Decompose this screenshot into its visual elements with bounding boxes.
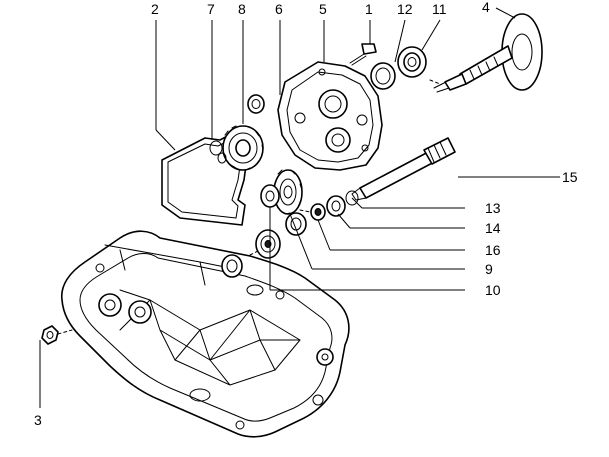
callout-7: 7 bbox=[207, 1, 215, 17]
callout-10: 10 bbox=[485, 282, 501, 298]
callout-16: 16 bbox=[485, 242, 501, 258]
callout-4: 4 bbox=[482, 0, 490, 15]
spacer-14 bbox=[326, 195, 346, 217]
intermediate-shaft-15 bbox=[351, 137, 456, 201]
callout-6: 6 bbox=[275, 1, 283, 17]
bearing-12 bbox=[370, 62, 396, 90]
circlip-7 bbox=[209, 140, 227, 164]
callout-3: 3 bbox=[34, 412, 42, 428]
callout-9: 9 bbox=[485, 261, 493, 277]
thrust-ring bbox=[285, 212, 307, 236]
circlip-13 bbox=[345, 190, 359, 206]
oil-seal-11 bbox=[397, 46, 427, 78]
seal-lower bbox=[221, 254, 243, 278]
callout-15: 15 bbox=[562, 169, 578, 185]
callout-5: 5 bbox=[319, 1, 327, 17]
bolt-1 bbox=[349, 43, 377, 66]
callout-11: 11 bbox=[432, 1, 447, 17]
callout-13: 13 bbox=[485, 200, 501, 216]
callout-1: 1 bbox=[365, 1, 373, 17]
wheel-axle-4 bbox=[433, 13, 543, 93]
transmission-cover-5 bbox=[277, 61, 383, 171]
callout-8: 8 bbox=[238, 1, 246, 17]
callout-12: 12 bbox=[397, 1, 413, 17]
crankcase-housing bbox=[60, 230, 350, 438]
washer-10 bbox=[260, 184, 280, 208]
callout-labels: 2 7 8 6 5 1 12 11 4 15 13 14 16 9 10 3 bbox=[34, 0, 578, 428]
leader-lines bbox=[39, 7, 560, 408]
bushing-6 bbox=[247, 94, 265, 114]
bearing-lower bbox=[255, 229, 281, 259]
nut-3 bbox=[41, 325, 59, 345]
washer-16 bbox=[310, 203, 326, 221]
gear-8 bbox=[222, 125, 264, 171]
callout-2: 2 bbox=[151, 1, 159, 17]
callout-14: 14 bbox=[485, 220, 501, 236]
